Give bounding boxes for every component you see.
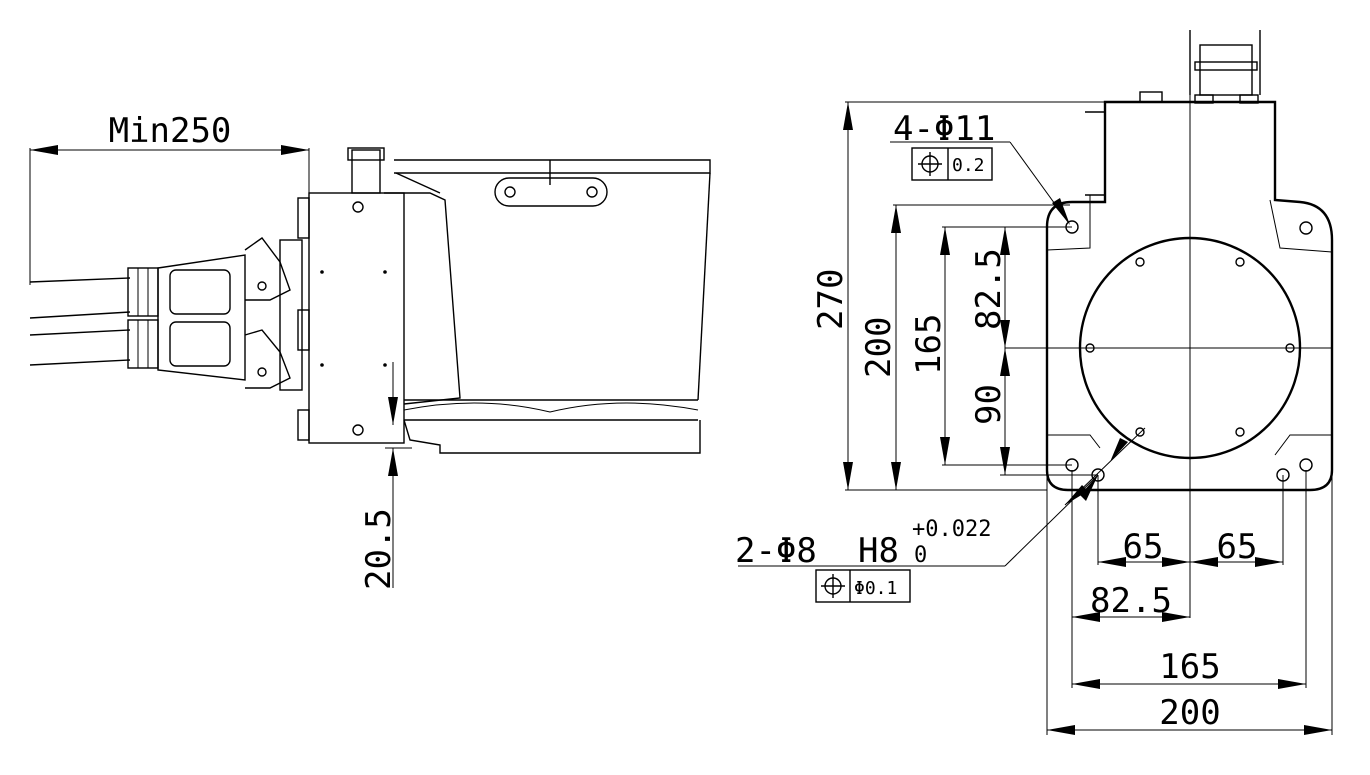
dim-width-total: 200 (1046, 470, 1333, 735)
dim-pin-spacing: 65 65 (1097, 475, 1284, 567)
dim-height-pins: 165 (909, 226, 1072, 466)
cable-glands (127, 267, 159, 369)
top-connector (1139, 30, 1261, 104)
output-flange (1078, 236, 1302, 460)
dim-width-pins: 165 (1072, 470, 1307, 689)
pin-fit-lower: 0 (914, 543, 927, 568)
svg-text:200: 200 (1159, 693, 1220, 733)
base-offset-dimension: 20.5 (359, 362, 412, 590)
dim-pin-offset: 82.5 (1071, 470, 1190, 688)
svg-text:90: 90 (969, 384, 1009, 425)
svg-text:200: 200 (859, 317, 899, 378)
mount-holes-callout: 4-Φ11 0.2 (890, 109, 1070, 225)
connector-housing (157, 237, 303, 391)
svg-text:165: 165 (1159, 647, 1220, 687)
joint-body (297, 147, 405, 444)
svg-text:82.5: 82.5 (969, 248, 1009, 330)
pin-holes-callout: 2-Φ8 H8 +0.022 0 Φ0.1 (735, 427, 1146, 603)
pin-fit-upper: +0.022 (912, 517, 991, 542)
svg-text:82.5: 82.5 (1090, 581, 1172, 621)
dim-vertical-offsets: 82.5 90 (969, 227, 1098, 476)
side-view: Min250 (29, 111, 711, 590)
svg-text:270: 270 (811, 269, 851, 330)
dim-height-total: 270 (811, 101, 1105, 491)
min-length-label: Min250 (109, 111, 232, 151)
svg-text:65: 65 (1217, 527, 1258, 567)
base-outline (1045, 100, 1334, 492)
min-length-dimension: Min250 (29, 111, 310, 285)
svg-text:165: 165 (909, 314, 949, 375)
pin-holes-label: 2-Φ8 (735, 531, 817, 571)
mount-holes-tolerance: 0.2 (952, 155, 985, 176)
pin-fit-label: H8 (858, 531, 899, 571)
mount-holes-label: 4-Φ11 (893, 109, 995, 149)
top-view: 4-Φ11 0.2 2-Φ8 H8 +0.022 0 Φ0.1 (735, 30, 1334, 735)
arm-link (384, 159, 711, 454)
base-offset-label: 20.5 (359, 508, 399, 590)
svg-text:65: 65 (1123, 527, 1164, 567)
dim-height-holes: 200 (859, 204, 1070, 490)
pin-holes-tolerance: Φ0.1 (854, 578, 897, 599)
cables (29, 277, 131, 366)
